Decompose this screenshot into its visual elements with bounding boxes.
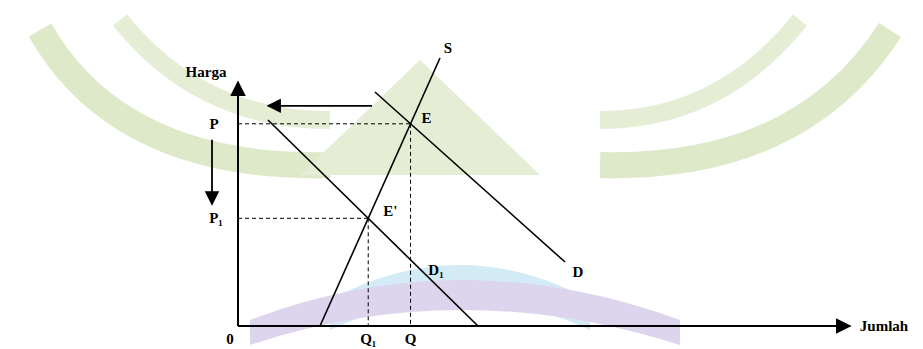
guide-line [238,123,411,124]
axis-title: Harga [186,65,227,80]
watermark-leaf [600,20,800,120]
price-drop-arrow [211,140,213,205]
x-axis [238,325,850,327]
watermark-leaf [40,30,330,165]
y-axis [237,82,239,326]
guide-line [238,218,368,219]
quantity-label: Q₁ [360,332,376,347]
demand-curve-shifted [268,120,478,326]
point-label: E [422,110,432,125]
point-label: E' [383,204,397,219]
curve-label: D₁ [428,263,443,278]
watermark-peak [300,60,540,175]
watermark-logo [40,20,890,345]
price-label: P [209,116,218,131]
guide-line [410,124,411,326]
axis-title: Jumlah [860,319,908,334]
origin-label: 0 [226,332,234,347]
guide-line [368,218,369,326]
watermark-leaf [600,30,890,165]
curve-label: S [444,41,452,56]
demand-curve [375,92,565,262]
supply-curve [320,58,440,326]
price-label: P₁ [209,211,223,226]
quantity-label: Q [405,332,417,347]
curve-label: D [573,265,584,280]
shift-arrow [268,105,372,107]
